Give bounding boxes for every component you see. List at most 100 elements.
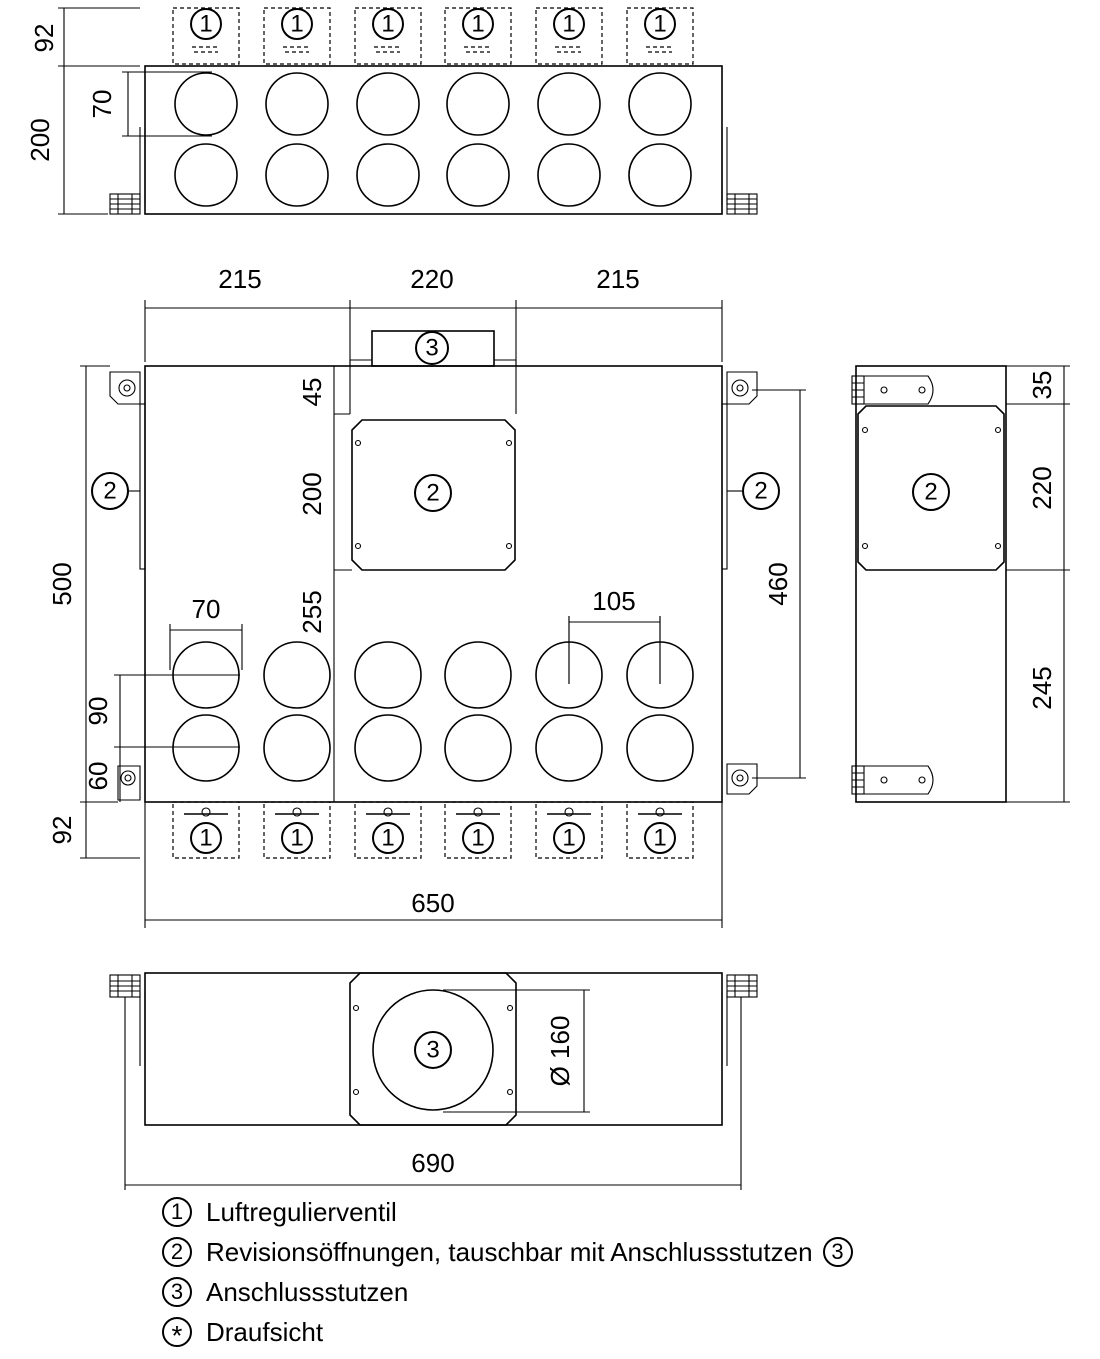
svg-text:2: 2 (103, 477, 116, 504)
callout-front-right-2: 2 (727, 472, 780, 510)
top-left-bolt (109, 193, 141, 215)
top-duct-opening (356, 72, 420, 136)
front-duct-opening (535, 714, 603, 782)
valve-callout-label: 1 (562, 824, 575, 851)
front-view-duct-openings (172, 616, 694, 782)
legend-item-revision: 2 Revisionsöffnungen, tauschbar mit Ansc… (162, 1232, 853, 1272)
front-valve: 1 (354, 801, 422, 859)
top-duct-opening (628, 72, 692, 136)
top-duct-opening (446, 72, 510, 136)
dim-side-220: 220 (1027, 466, 1057, 509)
legend-item-connector: 3 Anschlussstutzen (162, 1272, 853, 1312)
side-revision-opening (857, 405, 1005, 571)
legend-text: Draufsicht (206, 1316, 324, 1347)
dim-side-35: 35 (1027, 371, 1057, 400)
dim-front-45: 45 (297, 378, 327, 407)
top-valve: 1 (626, 7, 694, 65)
legend-symbol: 2 (162, 1237, 192, 1267)
dim-front-255: 255 (297, 590, 327, 633)
valve-callout-label: 1 (381, 824, 394, 851)
valve-callout-label: 1 (653, 824, 666, 851)
front-duct-opening (354, 714, 422, 782)
callout-bottom-3: 3 (414, 1031, 452, 1069)
bottom-flange (349, 972, 517, 1126)
front-view-housing (144, 365, 723, 803)
svg-text:2: 2 (924, 478, 937, 505)
dim-top-height: 200 (25, 118, 55, 161)
front-duct-opening (263, 641, 331, 709)
dim-front-height: 500 (47, 562, 77, 605)
svg-text:3: 3 (426, 1036, 439, 1063)
legend-symbol: 1 (162, 1197, 192, 1227)
bottom-view: 3 Ø 160 690 (109, 972, 758, 1190)
top-valve: 1 (535, 7, 603, 65)
dim-front-inner: 460 (763, 562, 793, 605)
top-duct-opening (174, 72, 238, 136)
front-duct-opening (444, 641, 512, 709)
front-duct-opening (626, 714, 694, 782)
top-valve: 1 (263, 7, 331, 65)
front-valve: 1 (626, 801, 694, 859)
legend-symbol: 3 (822, 1237, 853, 1267)
dim-front-200: 200 (297, 472, 327, 515)
front-valve: 1 (172, 801, 240, 859)
dim-width-mid: 220 (410, 264, 453, 294)
front-valve: 1 (444, 801, 512, 859)
legend-text: Revisionsöffnungen, tauschbar mit Anschl… (206, 1236, 813, 1267)
valve-callout-label: 1 (290, 10, 303, 37)
front-duct-opening (172, 714, 240, 782)
bottom-left-bolt (109, 974, 141, 998)
svg-text:2: 2 (426, 479, 439, 506)
top-view-valves: 1 1 1 1 1 1 (172, 7, 694, 65)
dim-width-left: 215 (218, 264, 261, 294)
dim-spacing-105: 105 (592, 586, 635, 616)
top-duct-opening (537, 72, 601, 136)
dim-side-245: 245 (1027, 666, 1057, 709)
bottom-right-bolt (726, 974, 758, 998)
top-valve: 1 (354, 7, 422, 65)
side-view: 2 35 220 245 (851, 365, 1070, 803)
front-connector (371, 330, 495, 367)
legend-symbol: 3 (162, 1277, 192, 1307)
callout-front-center-2: 2 (414, 474, 452, 512)
front-duct-opening (354, 641, 422, 709)
callout-front-left-2: 2 (91, 472, 140, 510)
top-valve: 1 (172, 7, 240, 65)
bottom-connector-circle (372, 989, 494, 1111)
legend-item-top-view: * Draufsicht (162, 1312, 853, 1352)
top-right-bolt (726, 193, 758, 215)
valve-callout-label: 1 (562, 10, 575, 37)
top-duct-opening (537, 143, 601, 207)
top-duct-opening (174, 143, 238, 207)
top-valve: 1 (444, 7, 512, 65)
valve-callout-label: 1 (471, 824, 484, 851)
callout-front-connector-3: 3 (415, 331, 449, 365)
front-revision-opening (351, 419, 516, 571)
top-duct-opening (356, 143, 420, 207)
dim-top-pitch: 70 (87, 90, 117, 119)
dim-bottom-60: 60 (83, 762, 113, 791)
legend-item-valve: 1 Luftregulierventil (162, 1192, 853, 1232)
dim-pitch-h: 70 (192, 594, 221, 624)
svg-text:2: 2 (754, 477, 767, 504)
dim-width-right: 215 (596, 264, 639, 294)
valve-callout-label: 1 (653, 10, 666, 37)
legend-symbol: * (162, 1317, 192, 1351)
dim-bottom-92: 92 (47, 816, 77, 845)
dim-pitch-v: 90 (83, 697, 113, 726)
valve-callout-label: 1 (199, 824, 212, 851)
side-upper-lug (851, 375, 934, 405)
dim-top-offset: 92 (29, 24, 59, 53)
front-mounting-lugs (109, 371, 758, 801)
legend: 1 Luftregulierventil 2 Revisionsöffnunge… (162, 1192, 853, 1352)
top-view: 1 1 1 1 1 1 92 200 70 (25, 7, 758, 215)
dim-total-width: 650 (411, 888, 454, 918)
valve-callout-label: 1 (381, 10, 394, 37)
dim-overall-width: 690 (411, 1148, 454, 1178)
side-view-housing (855, 365, 1007, 803)
legend-text: Anschlussstutzen (206, 1276, 409, 1307)
front-duct-opening (444, 714, 512, 782)
top-duct-opening (265, 143, 329, 207)
valve-callout-label: 1 (290, 824, 303, 851)
